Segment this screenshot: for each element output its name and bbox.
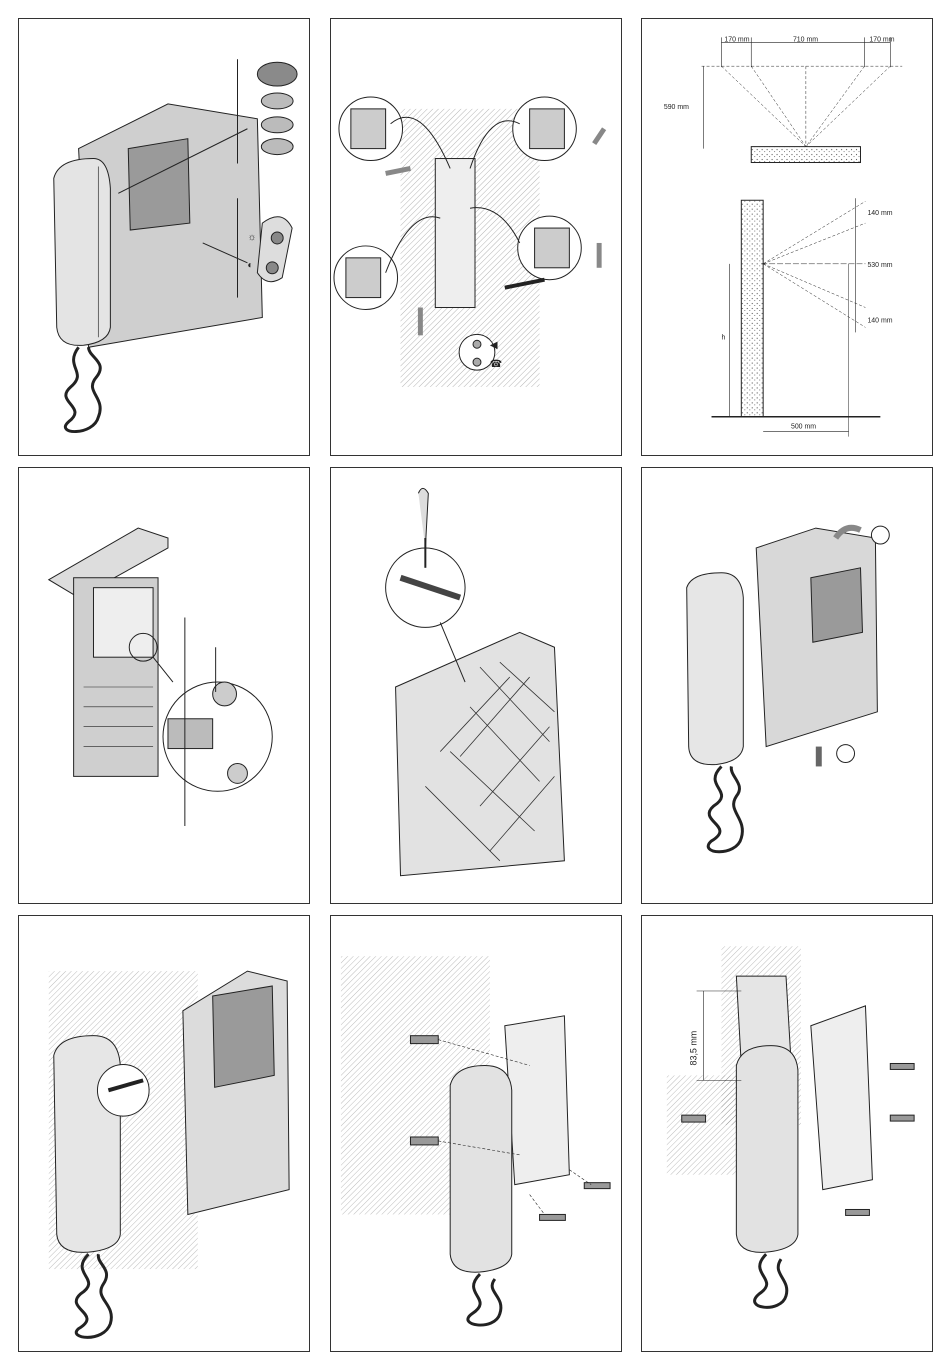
- handset: [54, 159, 111, 346]
- key-button-icon: [257, 62, 297, 86]
- wall-mount-screws-drawing: [331, 916, 621, 1351]
- handset: [687, 573, 744, 765]
- screen: [213, 986, 275, 1087]
- dim-side-lower: 140 mm: [867, 317, 892, 324]
- mounting-plate: [811, 1006, 873, 1190]
- cable-detail: [97, 1064, 149, 1116]
- panel-wall-mount-screws: [330, 915, 622, 1352]
- wall-plug-icon: [410, 1137, 438, 1145]
- dim-top-mid: 710 mm: [793, 36, 818, 43]
- mounting-plate-drawing: ◀ ☎: [331, 19, 621, 455]
- wall-plug-icon: [410, 1036, 438, 1044]
- dim-side-mid: 530 mm: [867, 262, 892, 269]
- screw-icon: [890, 1063, 914, 1069]
- monitor-top-section: [751, 147, 860, 163]
- viewing-dimensions-drawing: 170 mm 710 mm 170 mm 590 mm 140 mm 530 m…: [642, 19, 932, 455]
- contrast-icon: ◐: [247, 260, 253, 271]
- handset-icon: ☎: [490, 359, 502, 370]
- panel-connect-cable: [18, 915, 310, 1352]
- panel-mounting-plate: ◀ ☎: [330, 18, 622, 456]
- panel-remove-monitor: [641, 467, 933, 904]
- panel-viewing-dimensions: 170 mm 710 mm 170 mm 590 mm 140 mm 530 m…: [641, 18, 933, 456]
- dim-top-right: 170 mm: [869, 36, 894, 43]
- step-2-marker: [837, 745, 855, 763]
- panel-internal-board: [18, 467, 310, 904]
- dim-top-height: 590 mm: [664, 104, 689, 111]
- coiled-cord: [755, 1254, 787, 1307]
- mounting-plate: [505, 1016, 570, 1185]
- flush-box-mount-drawing: 83,5 mm: [642, 916, 932, 1351]
- brightness-icon: ☼: [247, 232, 256, 243]
- dim-top-left: 170 mm: [724, 36, 749, 43]
- panel-release-cover: [330, 467, 622, 904]
- back-housing: [396, 632, 565, 875]
- release-cover-drawing: [331, 468, 621, 903]
- aux2-button-icon: [261, 139, 293, 155]
- monitor-overview-drawing: ☼ ◐: [19, 19, 309, 455]
- dim-side-bottom: 500 mm: [791, 424, 816, 431]
- screw-icon: [584, 1183, 610, 1189]
- internal-board-drawing: [19, 468, 309, 903]
- coiled-cord: [65, 347, 100, 431]
- dim-box-height: 83,5 mm: [689, 1031, 699, 1066]
- aux1-button-icon: [261, 117, 293, 133]
- coiled-cord: [708, 766, 742, 851]
- handset: [450, 1065, 512, 1272]
- coiled-cord: [468, 1274, 501, 1325]
- screwdriver-icon: [418, 488, 428, 548]
- screw-icon: [846, 1209, 870, 1215]
- step-1-marker: [871, 526, 889, 544]
- dim-side-h: h: [721, 334, 725, 341]
- handset: [736, 1046, 798, 1253]
- connect-cable-drawing: [19, 916, 309, 1351]
- screen: [811, 568, 863, 642]
- speaker-icon: ◀: [490, 340, 498, 351]
- wall-plug-icon: [682, 1115, 706, 1122]
- dim-side-upper: 140 mm: [867, 210, 892, 217]
- screw-icon: [890, 1115, 914, 1121]
- arrow-up-right-icon: [594, 129, 604, 144]
- wall-section: [741, 200, 763, 417]
- panel-flush-box-mount: 83,5 mm: [641, 915, 933, 1352]
- mounting-bracket: [435, 159, 475, 308]
- remove-monitor-drawing: [642, 468, 932, 903]
- screen: [128, 139, 190, 230]
- screen-button-icon: [261, 93, 293, 109]
- screw-icon: [540, 1214, 566, 1220]
- panel-monitor-overview: ☼ ◐: [18, 18, 310, 456]
